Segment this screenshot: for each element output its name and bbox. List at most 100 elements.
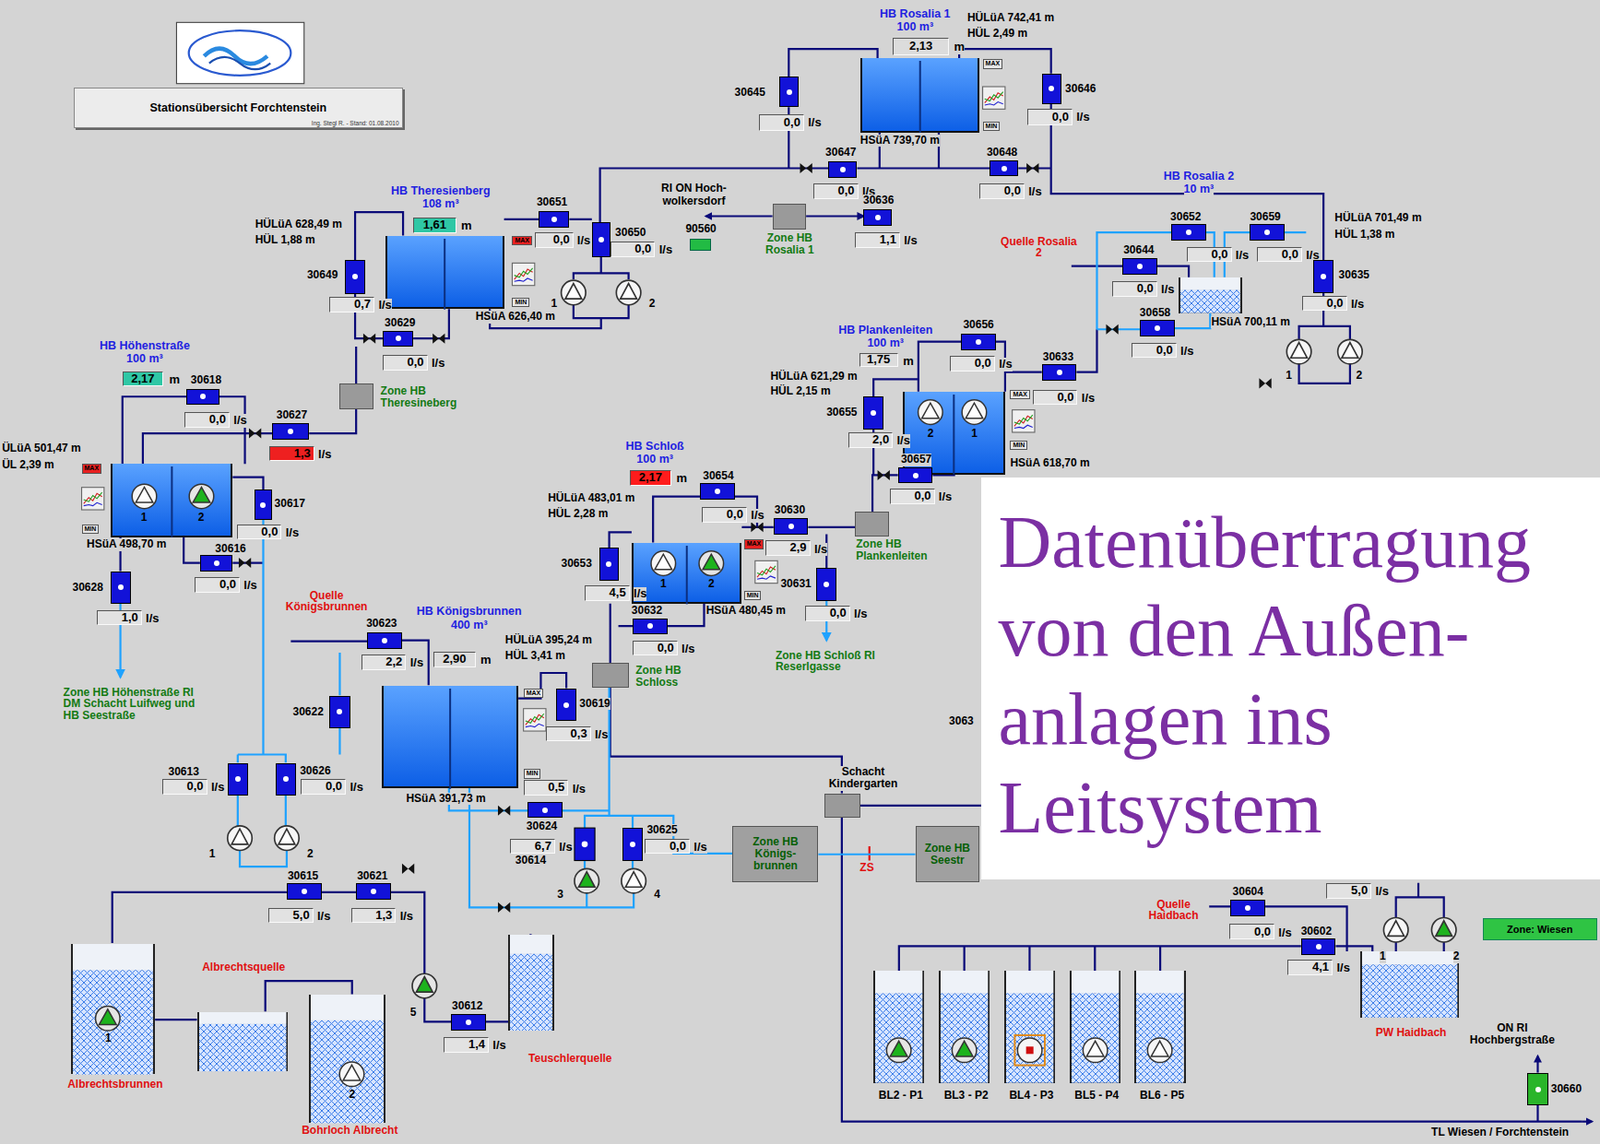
flow-meter: 30656: [960, 333, 996, 351]
info-label: 30612: [451, 1000, 483, 1013]
level-indicator: MAX: [523, 688, 545, 699]
tank-graphic: [860, 58, 980, 133]
info-label: 30635: [1339, 269, 1370, 282]
tank-graphic: [508, 935, 555, 1032]
unit-label: l/s: [1278, 926, 1292, 941]
tank-graphic: [873, 971, 925, 1084]
node-text: 0,0: [913, 489, 931, 504]
pump-body: [1148, 1038, 1174, 1064]
flow-meter: 30650: [592, 222, 611, 258]
pump-body: [189, 485, 214, 510]
level-indicator: MAX: [983, 59, 1004, 69]
tank-divider: [443, 238, 446, 310]
tank-air: [72, 944, 154, 971]
node-text: 0,5: [547, 781, 565, 795]
flow-readout: 0,0l/s: [1229, 924, 1275, 940]
flow-meter: 30660: [1527, 1073, 1548, 1106]
source-label: Quelle Haidbach: [1137, 899, 1209, 923]
signal-box: 90560: [689, 238, 712, 251]
flow-readout: 5,0l/s: [1326, 883, 1372, 900]
flow-readout: 0,3l/s: [545, 726, 592, 743]
flow-readout: 0,7l/s: [329, 296, 375, 313]
unit-label: l/s: [233, 414, 247, 428]
unit-label: l/s: [410, 656, 424, 671]
unit-label: l/s: [577, 234, 591, 249]
flow-readout: 0,0l/s: [300, 779, 346, 795]
pump-number: 1: [660, 578, 667, 591]
info-label: 30613: [167, 766, 199, 779]
flow-readout: 0,0l/s: [184, 412, 230, 428]
pump-triangle: [135, 487, 154, 504]
unit-label: l/s: [572, 782, 586, 797]
info-label: 30652: [1170, 211, 1201, 224]
flow-meter: 30635: [1313, 260, 1334, 293]
pump-number: 2: [927, 427, 935, 440]
pump-body: [339, 1062, 365, 1088]
zone-label: Zone HB Schloss: [635, 664, 718, 688]
pump-alarm-frame: [1014, 1035, 1045, 1067]
info-label: ÜL 2,39 m: [1, 459, 54, 472]
node-text: Zone HB Seestr: [918, 842, 978, 867]
pump-symbol: [339, 1062, 365, 1088]
info-label: HSüA 391,73 m: [405, 793, 486, 806]
flow-meter: 30644: [1122, 258, 1158, 275]
info-label: 30636: [863, 194, 894, 207]
unit-label: l/s: [814, 543, 828, 558]
zone-marker: Zone HB Plankenleiten: [854, 511, 889, 537]
tank-heading: HB Königsbrunnen: [416, 604, 522, 618]
source-label: Albrechtsbrunnen: [67, 1078, 163, 1091]
node-text: 0,0: [657, 641, 675, 656]
tank-air: [1071, 971, 1119, 994]
source-label: Quelle Königsbrunnen: [283, 590, 370, 614]
info-label: 30621: [356, 870, 388, 883]
node-text: 1,61: [423, 218, 447, 233]
info-label: 30619: [579, 698, 610, 711]
pump-number: 5: [410, 1007, 417, 1020]
node-text: 2,0: [872, 433, 889, 448]
info-label: HÜL 1,88 m: [255, 234, 316, 247]
reservoir-tank: HB Theresienberg108 m³: [385, 236, 504, 310]
flow-readout: 0,0l/s: [632, 640, 678, 657]
zone-label: Zone HB Rosalia 1: [746, 232, 833, 256]
level-indicator: MIN: [82, 524, 100, 534]
flow-readout: 0,0l/s: [1256, 247, 1303, 263]
tank-heading: HB Plankenleiten: [838, 323, 933, 337]
tank-graphic: [385, 236, 504, 310]
flow-readout: 0,0l/s: [979, 183, 1025, 200]
unit-label: l/s: [318, 448, 332, 463]
node-text: 0,0: [260, 525, 278, 540]
node-text: 0,0: [325, 780, 343, 795]
flow-readout: 0,0l/s: [813, 183, 859, 200]
reservoir-tank: HB Königsbrunnen400 m³: [381, 686, 519, 790]
info-label: HSüA 626,40 m: [475, 310, 556, 323]
info-label: 30649: [307, 269, 338, 282]
info-label: HÜL 2,15 m: [770, 385, 830, 398]
flow-meter: 30623: [367, 632, 403, 650]
info-label: 30630: [774, 504, 806, 517]
node-text: Zone: Wiesen: [1506, 924, 1573, 936]
pump-symbol: [1082, 1038, 1108, 1064]
tank-heading: 100 m³: [636, 452, 674, 466]
flow-meter: 30659: [1249, 224, 1285, 241]
info-label: 30646: [1065, 82, 1096, 95]
pump-number: 2: [1356, 369, 1363, 382]
well-tank: BL3 - P2: [938, 971, 990, 1084]
tank-water: [509, 953, 553, 1031]
info-label: HÜLüA 621,29 m: [770, 370, 857, 383]
unit-label: m: [675, 472, 688, 486]
well-tank: Bohrloch Albrecht: [308, 995, 386, 1124]
pump-symbol: [961, 400, 987, 426]
flow-readout: 2,9l/s: [765, 540, 811, 557]
flow-readout: 0,0l/s: [644, 839, 690, 855]
info-label: 30602: [1301, 925, 1332, 938]
flow-readout: 0,0l/s: [610, 241, 656, 258]
unit-label: l/s: [1351, 297, 1364, 312]
well-tank: BL4 - P3: [1004, 971, 1055, 1084]
flow-readout: 4,1l/s: [1287, 960, 1333, 976]
tank-water: [1071, 994, 1119, 1084]
tank-water: [940, 994, 988, 1084]
info-label: HÜLüA 483,01 m: [547, 492, 635, 505]
unit-label: l/s: [853, 607, 867, 622]
flow-meter: 30651: [538, 211, 569, 228]
well-tank: BL6 - P5: [1134, 971, 1186, 1084]
